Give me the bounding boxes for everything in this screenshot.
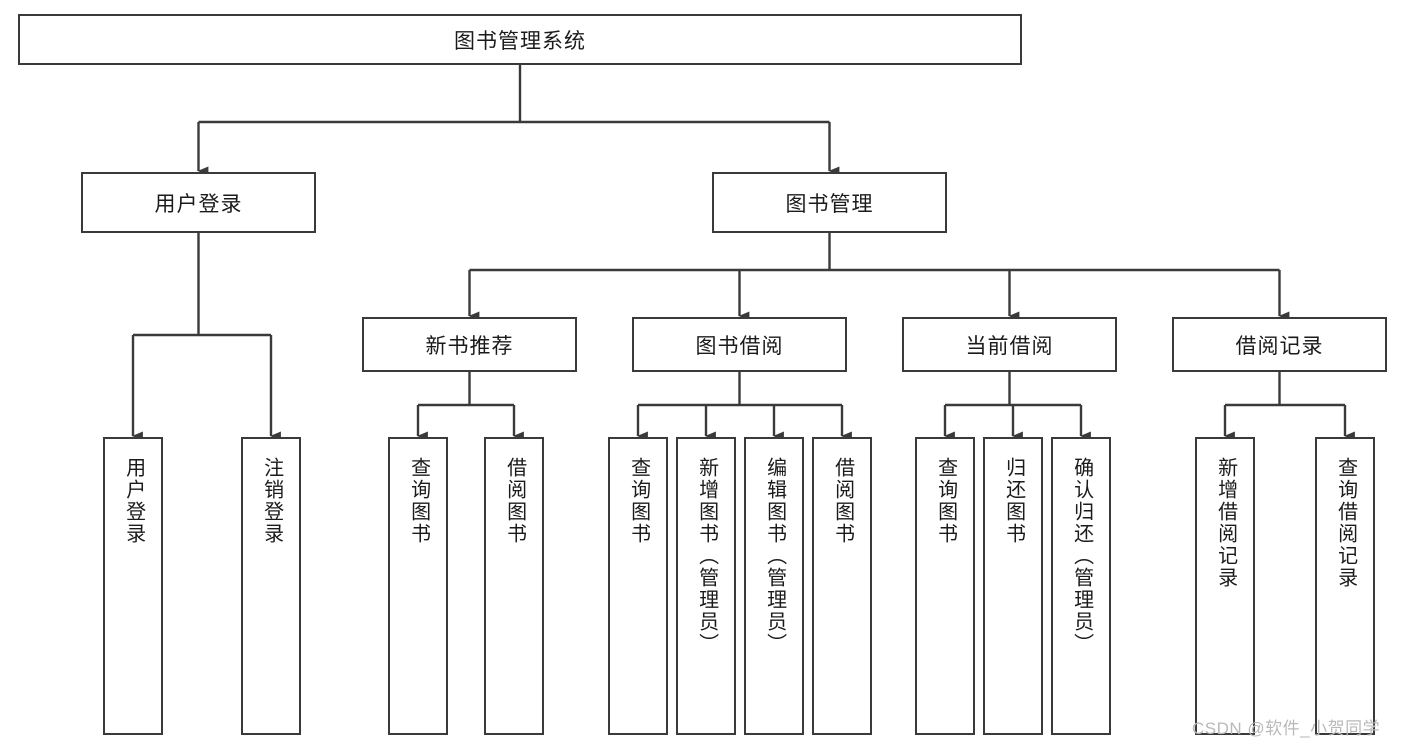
- node-user-login[interactable]: 用户登录: [81, 172, 316, 233]
- node-book-manage[interactable]: 图书管理: [712, 172, 947, 233]
- node-leaf-add-book[interactable]: 新增图书（管理员）: [676, 437, 736, 735]
- node-label: 编辑图书（管理员）: [763, 457, 786, 655]
- node-leaf-query-book-3[interactable]: 查询图书: [915, 437, 975, 735]
- node-label: 图书管理系统: [454, 29, 586, 53]
- node-label: 查询借阅记录: [1334, 457, 1357, 589]
- node-label: 新增借阅记录: [1214, 457, 1237, 589]
- node-label: 注销登录: [260, 457, 283, 545]
- node-book-borrow[interactable]: 图书借阅: [632, 317, 847, 372]
- node-label: 当前借阅: [965, 334, 1054, 358]
- node-label: 新书推荐: [425, 334, 514, 358]
- node-label: 新增图书（管理员）: [695, 457, 718, 655]
- node-label: 用户登录: [122, 457, 145, 545]
- node-label: 图书借阅: [695, 334, 784, 358]
- node-label: 图书管理: [785, 192, 874, 216]
- node-leaf-user-login[interactable]: 用户登录: [103, 437, 163, 735]
- node-leaf-edit-book[interactable]: 编辑图书（管理员）: [744, 437, 804, 735]
- node-label: 查询图书: [407, 457, 430, 545]
- node-leaf-confirm-return[interactable]: 确认归还（管理员）: [1051, 437, 1111, 735]
- node-leaf-return-book[interactable]: 归还图书: [983, 437, 1043, 735]
- node-label: 查询图书: [627, 457, 650, 545]
- node-label: 借阅记录: [1235, 334, 1324, 358]
- node-label: 借阅图书: [503, 457, 526, 545]
- node-leaf-user-logout[interactable]: 注销登录: [241, 437, 301, 735]
- node-leaf-query-record[interactable]: 查询借阅记录: [1315, 437, 1375, 735]
- node-root[interactable]: 图书管理系统: [18, 14, 1022, 65]
- node-label: 归还图书: [1002, 457, 1025, 545]
- csdn-watermark: CSDN @软件_小贺同学: [1192, 719, 1381, 738]
- node-new-book-recommend[interactable]: 新书推荐: [362, 317, 577, 372]
- node-label: 借阅图书: [831, 457, 854, 545]
- node-borrow-record[interactable]: 借阅记录: [1172, 317, 1387, 372]
- node-leaf-borrow-book-2[interactable]: 借阅图书: [812, 437, 872, 735]
- node-current-borrow[interactable]: 当前借阅: [902, 317, 1117, 372]
- node-leaf-query-book-1[interactable]: 查询图书: [388, 437, 448, 735]
- node-label: 查询图书: [934, 457, 957, 545]
- node-label: 用户登录: [154, 192, 243, 216]
- node-leaf-borrow-book-1[interactable]: 借阅图书: [484, 437, 544, 735]
- node-leaf-query-book-2[interactable]: 查询图书: [608, 437, 668, 735]
- node-label: 确认归还（管理员）: [1070, 457, 1093, 655]
- node-leaf-add-record[interactable]: 新增借阅记录: [1195, 437, 1255, 735]
